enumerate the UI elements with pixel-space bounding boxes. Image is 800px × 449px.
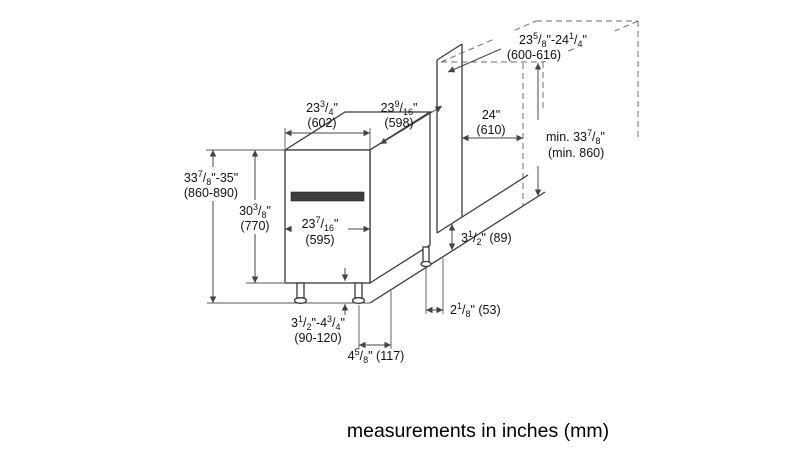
dim-depth: 239/16" (598) <box>379 99 443 145</box>
dim-body-height: 303/8" (770) <box>239 150 284 284</box>
rear-leg <box>422 246 430 263</box>
front-left-foot <box>293 297 308 304</box>
dim-leg-adjust-mm: (90-120) <box>294 331 341 345</box>
dim-counter-depth-mm: (600-616) <box>507 48 561 62</box>
front-left-leg <box>296 282 305 299</box>
dim-opening-height-mm: (min. 860) <box>548 146 604 160</box>
dim-total-height-mm: (860-890) <box>184 186 238 200</box>
front-right-foot <box>351 297 366 304</box>
dim-door-width: 237/16" (595) <box>285 215 370 248</box>
dim-door-width-in: 237/16" <box>302 215 339 233</box>
dim-base-rear-height: 31/2" (89) <box>448 224 512 250</box>
dim-opening-height: min. 337/8" (min. 860) <box>534 63 605 196</box>
dim-opening-height-in: min. 337/8" <box>546 128 605 146</box>
caption-measurements: measurements in inches (mm) <box>347 420 609 442</box>
dim-body-height-in: 303/8" <box>239 202 271 220</box>
dim-counter-depth-in: 235/8"-241/4" <box>519 31 587 49</box>
floor-lines <box>207 191 546 304</box>
dim-opening-width-mm: (610) <box>476 123 505 137</box>
door-handle <box>290 191 365 202</box>
dim-rear-foot-offset-label: 21/8" (53) <box>450 301 501 319</box>
dim-leg-adjust: 31/2"-43/4" (90-120) <box>291 268 349 345</box>
front-right-leg <box>354 282 363 299</box>
dim-width: 233/4" (602) <box>284 99 371 150</box>
dim-front-foot-inset: 45/8" (117) <box>348 291 405 365</box>
dim-leg-adjust-in: 31/2"-43/4" <box>291 314 345 332</box>
dim-width-in: 233/4" <box>306 99 338 117</box>
dim-total-height-in: 337/8"-35" <box>184 169 238 187</box>
dim-opening-width: 24" (610) <box>462 108 523 142</box>
dishwasher <box>282 110 433 304</box>
dim-body-height-mm: (770) <box>240 219 269 233</box>
dim-total-height: 337/8"-35" (860-890) <box>184 149 284 303</box>
dim-counter-depth: 235/8"-241/4" (600-616) <box>447 31 615 73</box>
dim-front-foot-inset-label: 45/8" (117) <box>348 347 405 365</box>
dim-depth-mm: (598) <box>384 116 413 130</box>
rear-foot <box>420 260 432 268</box>
dim-rear-foot-offset: 21/8" (53) <box>425 258 501 319</box>
dim-width-mm: (602) <box>307 116 336 130</box>
dim-base-rear-height-label: 31/2" (89) <box>461 229 512 247</box>
dim-depth-in: 239/16" <box>381 99 418 117</box>
dim-opening-width-in: 24" <box>482 108 500 122</box>
dim-door-width-mm: (595) <box>305 233 334 247</box>
